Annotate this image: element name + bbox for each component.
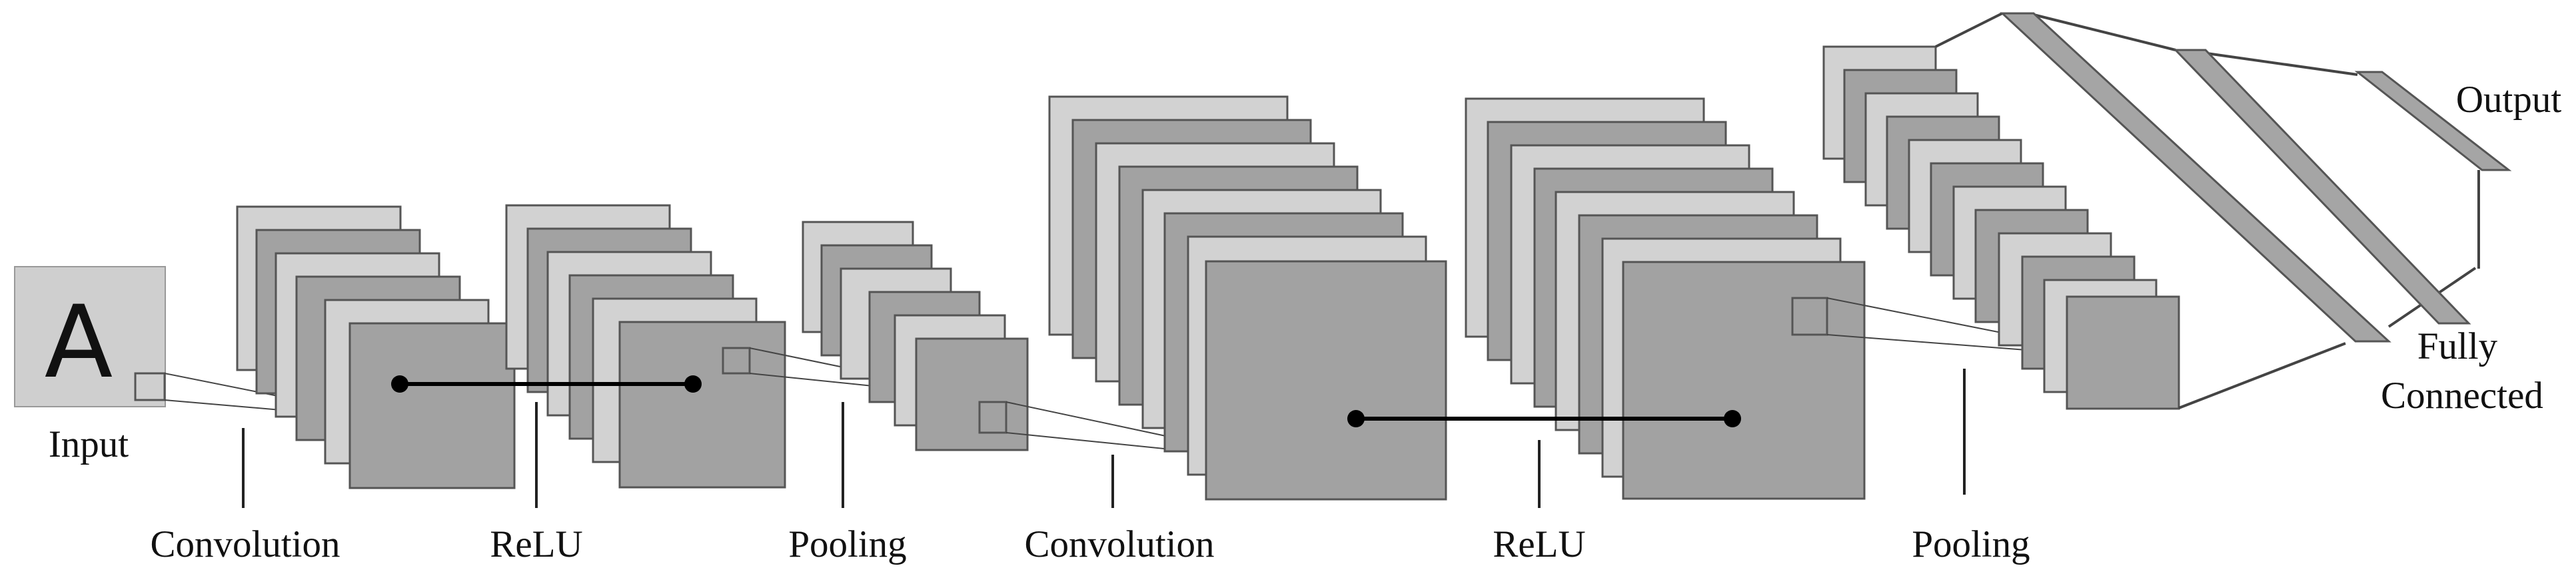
pool1-feature-maps <box>802 221 1029 451</box>
relu1-feature-maps <box>505 204 786 489</box>
label-convolution-2: Convolution <box>1024 523 1214 565</box>
label-fully-connected-line2: Connected <box>2381 375 2543 417</box>
fully-connected-layers <box>1935 12 2512 409</box>
input-image: A <box>14 266 166 407</box>
conv2-feature-maps <box>1048 95 1447 501</box>
label-relu-1: ReLU <box>490 523 582 565</box>
label-pooling-1: Pooling <box>788 523 906 565</box>
fc-connector-lines <box>1935 12 2480 409</box>
conv1-feature-maps <box>236 205 516 489</box>
output-layer <box>2354 71 2512 171</box>
label-fully-connected-line1: Fully <box>2417 325 2498 367</box>
link-conv1-relu1 <box>391 375 702 393</box>
label-pooling-2: Pooling <box>1912 523 2030 565</box>
fc-layer-1 <box>2000 12 2391 343</box>
input-image-frame <box>14 266 166 407</box>
input-receptive-field <box>134 372 166 401</box>
pool1-receptive-field <box>978 401 1007 434</box>
relu2-feature-maps <box>1465 97 1866 500</box>
label-convolution-1: Convolution <box>150 523 340 565</box>
label-input: Input <box>49 423 129 465</box>
input-glyph: A <box>45 285 113 401</box>
label-output: Output <box>2456 79 2562 121</box>
pool2-feature-maps <box>1822 45 2180 410</box>
relu2-receptive-field <box>1791 297 1828 336</box>
relu1-receptive-field <box>722 347 751 375</box>
label-tick-lines <box>242 369 1966 508</box>
fc-layer-2 <box>2173 49 2471 325</box>
link-conv2-relu2 <box>1347 410 1741 427</box>
label-relu-2: ReLU <box>1493 523 1585 565</box>
